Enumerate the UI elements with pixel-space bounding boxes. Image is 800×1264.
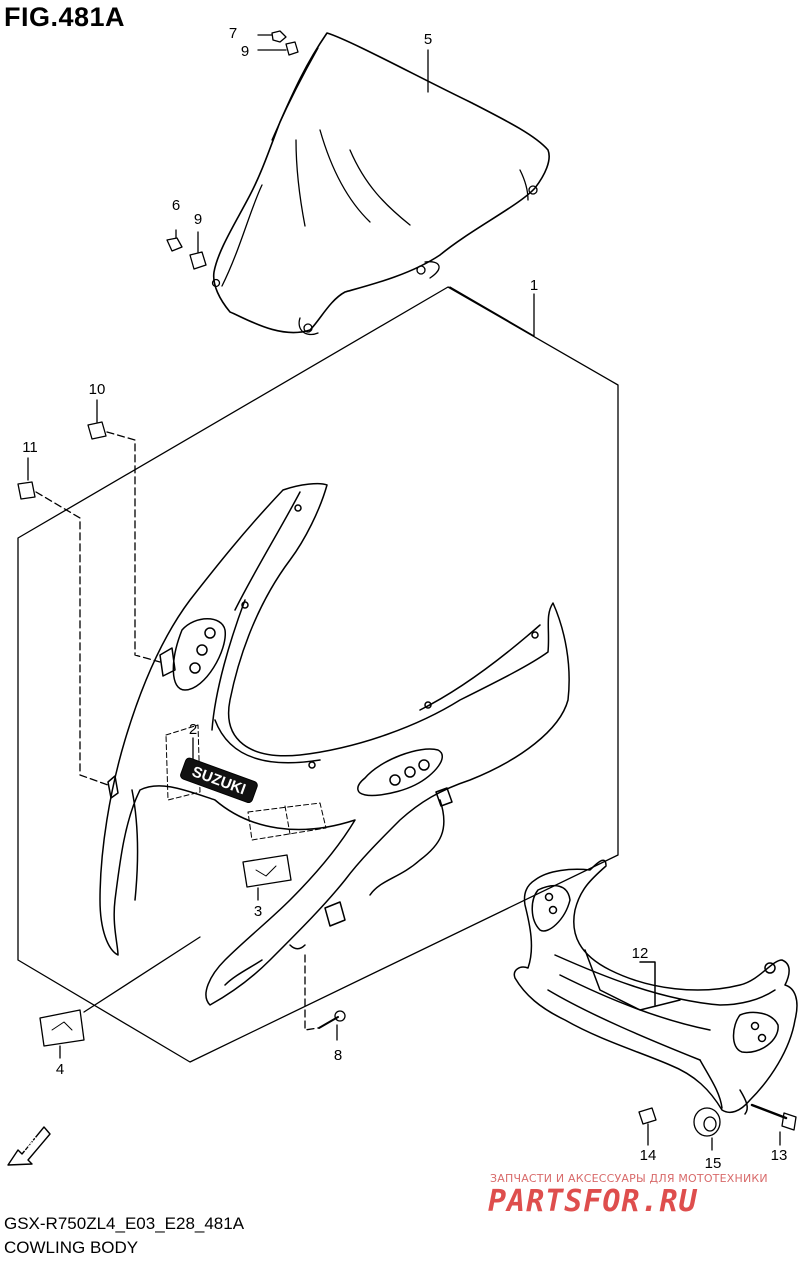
callout-2: 2	[189, 721, 197, 738]
bolt-13	[750, 1103, 797, 1146]
windscreen	[211, 32, 550, 336]
assembly-box	[17, 286, 619, 1063]
callout-12: 12	[632, 945, 649, 962]
callout-8: 8	[334, 1047, 342, 1064]
suzuki-decal: SUZUKI	[180, 757, 258, 804]
figure-code: GSX-R750ZL4_E03_E28_481A	[4, 1214, 245, 1233]
callout-14: 14	[640, 1147, 657, 1164]
callout-4: 4	[56, 1061, 64, 1078]
callout-5: 5	[424, 31, 432, 48]
grommet-15	[693, 1107, 721, 1151]
callout-1: 1	[530, 277, 538, 294]
callout-7: 7	[229, 25, 237, 42]
callout-3: 3	[254, 903, 262, 920]
callout-10: 10	[89, 381, 106, 398]
decal-2	[165, 724, 327, 841]
nut-9-top	[257, 41, 299, 56]
clip-11	[17, 457, 109, 786]
cowling-bracket	[513, 859, 798, 1115]
clip-10	[87, 399, 161, 663]
callout-9-top: 9	[241, 43, 249, 60]
nut-14	[638, 1107, 657, 1146]
figure-name: COWLING BODY	[4, 1238, 139, 1257]
screw-6	[166, 229, 183, 252]
callout-9-left: 9	[194, 211, 202, 228]
screw-7-top	[257, 30, 287, 43]
watermark-tagline: ЗАПЧАСТИ И АКСЕССУАРЫ ДЛЯ МОТОТЕХНИКИ	[490, 1172, 768, 1185]
screw-8	[304, 954, 346, 1041]
leader-1	[449, 286, 535, 337]
fwd-arrow-icon	[7, 1126, 51, 1166]
callout-6: 6	[172, 197, 180, 214]
nut-9-left	[189, 231, 207, 270]
decal-4	[39, 936, 201, 1059]
decal-3	[242, 854, 292, 901]
watermark-logo: PARTSFOR.RU	[488, 1184, 698, 1219]
figure-title: FIG.481A	[4, 2, 126, 32]
callout-13: 13	[771, 1147, 788, 1164]
callout-11: 11	[22, 439, 38, 456]
cowling-body	[99, 482, 570, 1006]
callout-15: 15	[705, 1155, 722, 1172]
